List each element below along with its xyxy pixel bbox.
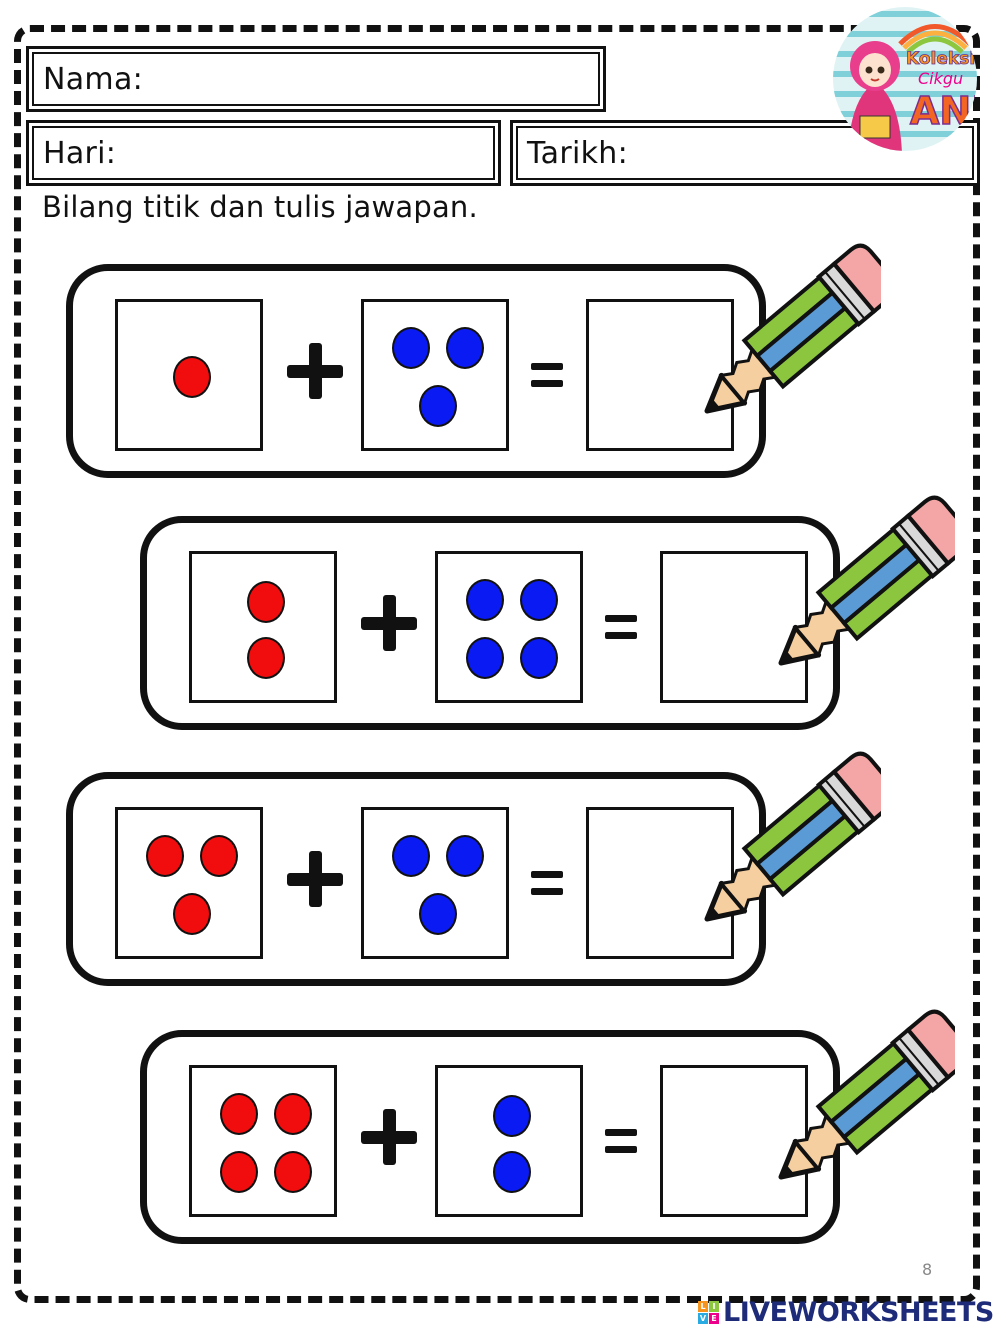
red-dot [274,1093,312,1135]
nama-field[interactable]: Nama: [26,46,606,112]
blue-dot-box [435,551,583,703]
blue-dot [419,893,457,935]
nama-input[interactable] [151,63,589,95]
blue-dot [392,835,430,877]
red-dot-box [115,807,263,959]
blue-dot [392,327,430,369]
red-dot [247,581,285,623]
blue-dot [466,637,504,679]
blue-dot-box [361,807,509,959]
red-dot [173,893,211,935]
tarikh-label: Tarikh: [527,135,629,171]
blue-dot-box [435,1065,583,1217]
equals-sign [531,871,563,897]
pencil-icon [775,1009,973,1181]
blue-dot-box [361,299,509,451]
koleksi-cikgu-anr-logo: Koleksi Cikgu ANR [830,4,980,154]
hari-input[interactable] [124,137,484,169]
problem-row [140,495,973,730]
equals-sign [605,1129,637,1155]
liveworksheets-text: LIVEWORKSHEETS [723,1297,994,1328]
answer-box[interactable] [660,551,809,703]
answer-input[interactable] [589,302,735,450]
red-dot-box [189,1065,337,1217]
nama-label: Nama: [43,61,144,97]
red-dot [173,356,211,398]
red-dot [247,637,285,679]
equals-sign [605,615,637,641]
pencil-icon [775,495,973,667]
logo-text-cikgu: Cikgu [918,69,963,88]
blue-dot [493,1095,531,1137]
answer-input[interactable] [663,1068,809,1216]
pencil-icon [701,243,899,415]
blue-dot [466,579,504,621]
blue-dot [520,637,558,679]
blue-dot [520,579,558,621]
page-dashed-border [14,25,980,1303]
instruction-text: Bilang titik dan tulis jawapan. [42,190,478,224]
red-dot [146,835,184,877]
problem-row [140,1009,973,1244]
equals-sign [531,363,563,389]
blue-dot [419,385,457,427]
red-dot-box [189,551,337,703]
pencil-icon [701,751,899,923]
blue-dot [493,1151,531,1193]
plus-sign [287,851,343,907]
blue-dot [446,327,484,369]
problem-row [66,243,899,478]
hari-field[interactable]: Hari: [26,120,501,186]
answer-input[interactable] [663,554,809,702]
tarikh-field[interactable]: Tarikh: [510,120,980,186]
answer-box[interactable] [586,299,735,451]
liveworksheets-brand: L I V E LIVEWORKSHEETS [698,1297,994,1328]
red-dot [220,1093,258,1135]
blue-dot [446,835,484,877]
red-dot-box [115,299,263,451]
plus-sign [361,1109,417,1165]
red-dot [274,1151,312,1193]
hari-label: Hari: [43,135,117,171]
red-dot [200,835,238,877]
answer-input[interactable] [589,810,735,958]
plus-sign [287,343,343,399]
logo-text-koleksi: Koleksi [906,49,975,69]
liveworksheets-badge-icon: L I V E [698,1301,719,1324]
plus-sign [361,595,417,651]
red-dot [220,1151,258,1193]
girl-avatar-icon [848,41,902,151]
page-number: 8 [922,1260,933,1279]
problem-row [66,751,899,986]
